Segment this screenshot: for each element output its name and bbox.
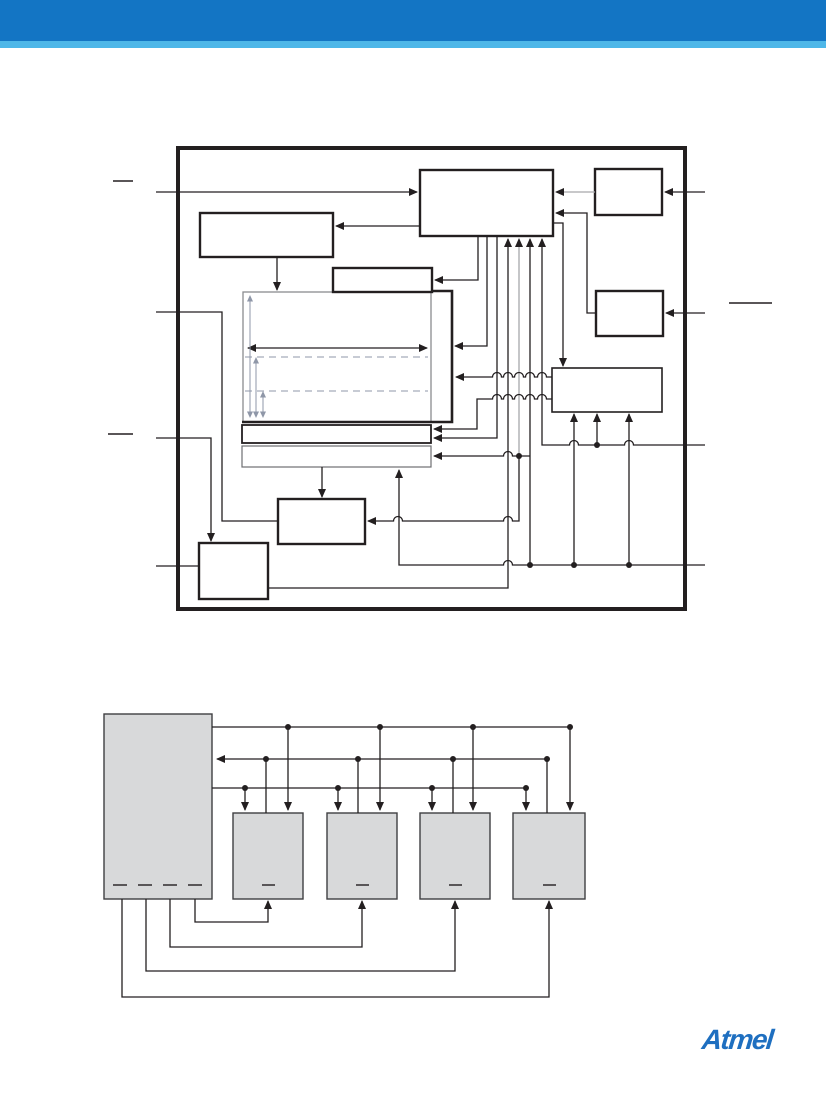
return4-line: [121, 899, 553, 998]
control-logic-box: [418, 168, 555, 238]
temp-register-box: [331, 266, 434, 294]
junction-dot: [567, 724, 573, 730]
waveform-generation-box: [276, 497, 367, 546]
junction-dot: [242, 785, 248, 791]
prescaler-block-diagram: [103, 713, 586, 998]
timer-box-3: [419, 812, 491, 900]
junction-dot: [285, 724, 291, 730]
header-bar: [0, 0, 826, 41]
edge-detector-box: [551, 367, 663, 413]
junction-dot: [429, 785, 435, 791]
right-bus1-line: [538, 238, 705, 446]
junction-dot: [544, 756, 550, 762]
compare-register-row: [241, 424, 432, 444]
junction-dot: [377, 724, 383, 730]
timer-counter-block-diagram: [108, 146, 772, 611]
right-mid-box: [594, 289, 665, 338]
clk-feed-black-line: [367, 456, 520, 525]
timer-box-2: [326, 812, 398, 900]
junction-dot: [594, 442, 600, 448]
top-left-register-box: [198, 211, 335, 259]
header-strip: [0, 41, 826, 48]
junction-dot: [571, 562, 577, 568]
wavy-top-line: [455, 371, 552, 381]
control-out2-line: [454, 236, 488, 350]
capture-register-row: [241, 445, 432, 468]
b2-to-control-line: [268, 238, 512, 589]
wavy-bottom-line: [433, 393, 552, 433]
junction-dot: [450, 756, 456, 762]
return3-line: [145, 899, 459, 972]
control-out3-line: [433, 236, 498, 442]
junction-dot: [263, 756, 269, 762]
counter-outline: [242, 289, 454, 424]
outer-border: [176, 146, 687, 611]
clock-select-box: [593, 167, 664, 217]
junction-dot: [527, 562, 533, 568]
timer-box-1: [232, 812, 304, 900]
prescaler-box: [103, 713, 213, 900]
junction-dot: [626, 562, 632, 568]
timer-box-4: [512, 812, 586, 900]
right-bus2-line: [395, 469, 705, 566]
left-mid-input-line: [156, 311, 277, 522]
junction-dot: [523, 785, 529, 791]
junction-dot: [355, 756, 361, 762]
bottom-left-register-box: [197, 541, 270, 601]
rightbox-to-control-line: [555, 209, 596, 314]
junction-dot: [516, 453, 522, 459]
junction-dot: [335, 785, 341, 791]
junction-dot: [470, 724, 476, 730]
bus3-line: [212, 787, 530, 811]
left-lower-input-line: [156, 437, 215, 542]
return1-line: [194, 899, 272, 923]
control-out1-line: [434, 236, 479, 284]
capture-input-line: [433, 450, 530, 460]
return2-line: [169, 899, 366, 948]
atmel-logo: Atmel: [700, 1024, 775, 1055]
control-to-edge-detector-line: [553, 222, 567, 367]
